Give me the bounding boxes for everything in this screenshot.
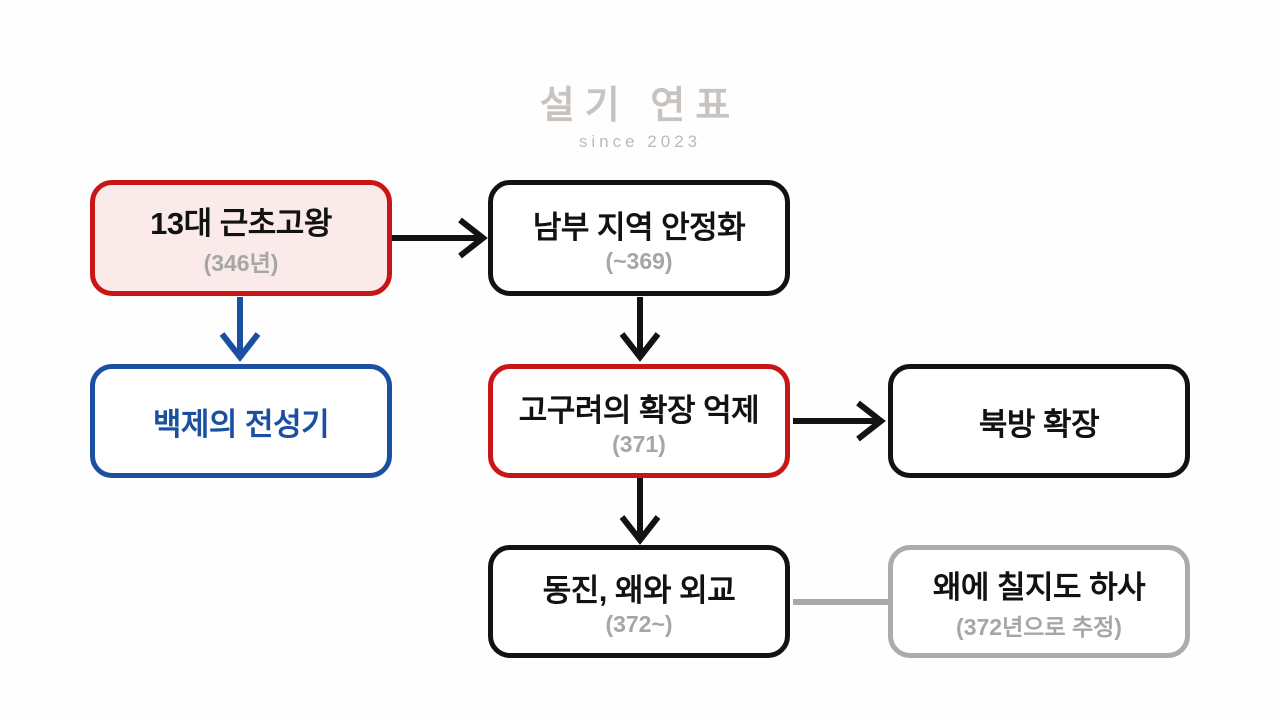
node-seven-branched-sword: 왜에 칠지도 하사 (372년으로 추정) xyxy=(888,545,1190,658)
node-title: 북방 확장 xyxy=(978,406,1100,442)
node-title: 백제의 전성기 xyxy=(152,406,330,442)
node-title: 왜에 칠지도 하사 xyxy=(932,569,1146,605)
node-northern-expansion: 북방 확장 xyxy=(888,364,1190,478)
node-baekje-golden-age: 백제의 전성기 xyxy=(90,364,392,478)
node-king-geunchogo: 13대 근초고왕 (346년) xyxy=(90,180,392,296)
watermark-subtitle: since 2023 xyxy=(578,132,702,151)
watermark: 설기 연표 since 2023 xyxy=(0,74,1280,152)
node-title: 남부 지역 안정화 xyxy=(532,209,746,245)
arrow-goguryeo-to-diplomacy xyxy=(619,478,661,545)
node-year: (~369) xyxy=(605,247,673,274)
arrow-king-to-golden-age xyxy=(219,297,261,362)
node-year: (371) xyxy=(612,430,666,457)
node-year: (372~) xyxy=(605,611,673,637)
arrow-king-to-south xyxy=(392,217,488,259)
node-southern-stabilization: 남부 지역 안정화 (~369) xyxy=(488,180,790,296)
node-year: (372년으로 추정) xyxy=(956,613,1122,640)
arrow-goguryeo-to-north xyxy=(793,400,886,442)
node-year: (346년) xyxy=(203,250,279,276)
node-goguryeo-suppression: 고구려의 확장 억제 (371) xyxy=(488,364,790,478)
watermark-title: 설기 연표 xyxy=(539,85,741,127)
node-title: 동진, 왜와 외교 xyxy=(542,573,736,608)
node-title: 고구려의 확장 억제 xyxy=(518,392,760,428)
arrow-south-to-goguryeo xyxy=(619,297,661,362)
node-diplomacy-jin-wa: 동진, 왜와 외교 (372~) xyxy=(488,545,790,658)
node-title: 13대 근초고왕 xyxy=(150,206,332,241)
